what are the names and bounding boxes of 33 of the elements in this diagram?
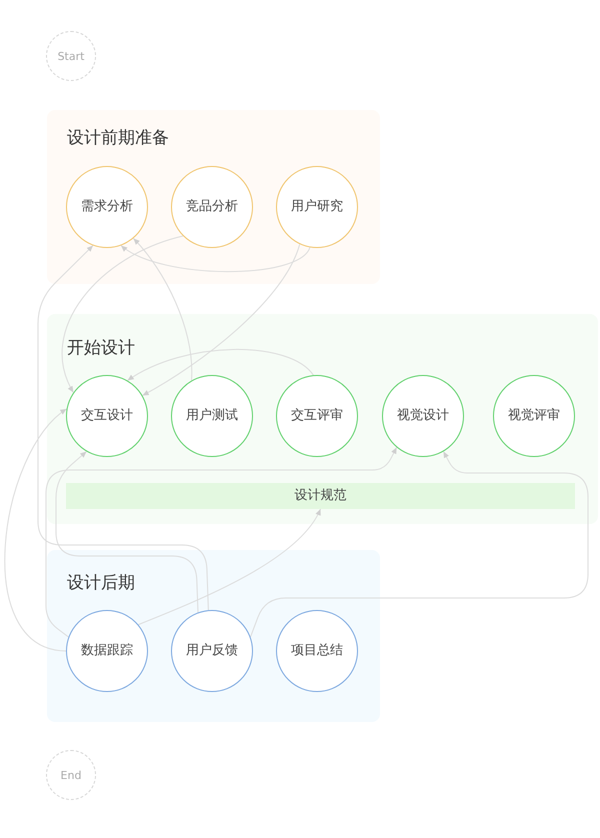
- step-label: 用户反馈: [186, 643, 238, 659]
- guideline-bar: [66, 483, 575, 509]
- step-label: 视觉评审: [508, 408, 560, 424]
- phase-title: 设计前期准备: [67, 127, 169, 149]
- connector-arrow: [250, 451, 588, 638]
- connector-arrow: [46, 446, 398, 638]
- connector-arrow: [38, 245, 209, 611]
- phase-panel: [47, 110, 380, 284]
- phase-title: 开始设计: [67, 337, 135, 359]
- step-label: 竞品分析: [186, 199, 238, 215]
- connector-arrow: [62, 236, 184, 393]
- step-label: 用户测试: [186, 408, 238, 424]
- step-label: 项目总结: [291, 643, 343, 659]
- connector-arrow: [4, 408, 68, 652]
- connector-arrow: [56, 451, 198, 613]
- step-label: 交互评审: [291, 408, 343, 424]
- terminal-label: End: [60, 768, 82, 782]
- step-label: 数据跟踪: [81, 643, 133, 659]
- terminal-label: Start: [58, 50, 84, 62]
- connector-arrow: [127, 348, 314, 381]
- bar-label: 设计规范: [294, 488, 346, 504]
- phase-panel: [47, 314, 598, 524]
- step-label: 交互设计: [81, 408, 133, 424]
- phase-title: 设计后期: [67, 572, 135, 594]
- process-circle: [66, 375, 148, 457]
- connector-arrow: [142, 244, 300, 396]
- step-label: 视觉设计: [397, 408, 449, 424]
- step-label: 需求分析: [81, 199, 133, 215]
- connector-arrow: [120, 245, 310, 272]
- connector-arrow: [132, 238, 192, 381]
- step-label: 用户研究: [291, 199, 343, 215]
- phase-panel: [47, 550, 380, 722]
- connector-arrow: [138, 508, 321, 626]
